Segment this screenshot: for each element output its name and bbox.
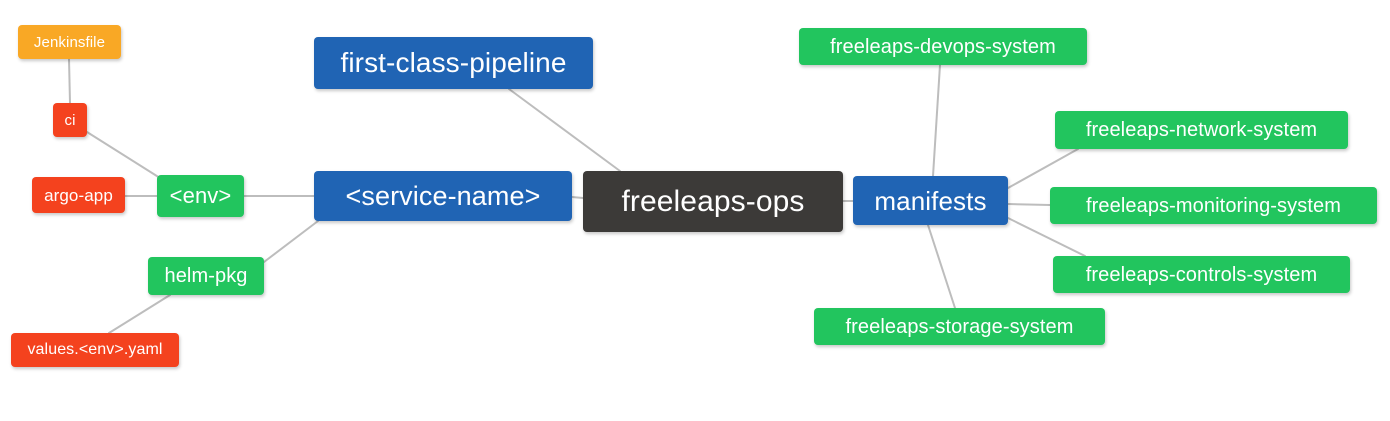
mindmap-node-label: <service-name> xyxy=(345,180,541,211)
mindmap-node-label: freeleaps-storage-system xyxy=(845,315,1074,338)
mindmap-node-label: first-class-pipeline xyxy=(340,47,567,78)
mindmap-node-freeleaps-controls-system[interactable]: freeleaps-controls-system xyxy=(1053,256,1350,293)
mindmap-node-label: <env> xyxy=(169,183,232,208)
mindmap-node-label: freeleaps-network-system xyxy=(1085,119,1318,141)
mindmap-edge xyxy=(68,58,71,104)
mindmap-node-freeleaps-storage-system[interactable]: freeleaps-storage-system xyxy=(814,308,1105,345)
mindmap-node-ci[interactable]: ci xyxy=(53,103,87,137)
mindmap-node-label: ci xyxy=(64,111,76,129)
mindmap-node-freeleaps-devops-system[interactable]: freeleaps-devops-system xyxy=(799,28,1087,65)
mindmap-node-label: freeleaps-devops-system xyxy=(830,35,1056,58)
mindmap-node-freeleaps-ops[interactable]: freeleaps-ops xyxy=(583,171,843,232)
mindmap-edge xyxy=(263,220,319,263)
mindmap-node-helm-pkg[interactable]: helm-pkg xyxy=(148,257,264,295)
mindmap-node-label: argo-app xyxy=(44,185,113,205)
mindmap-node-label: freeleaps-monitoring-system xyxy=(1085,194,1341,217)
mindmap-edge xyxy=(86,131,161,179)
mindmap-node-freeleaps-network-system[interactable]: freeleaps-network-system xyxy=(1055,111,1348,149)
mindmap-edge xyxy=(932,64,941,177)
mindmap-node-jenkinsfile[interactable]: Jenkinsfile xyxy=(18,25,121,59)
mindmap-edge xyxy=(508,88,621,172)
mindmap-edge xyxy=(1007,148,1079,189)
mindmap-edge xyxy=(571,196,584,199)
mindmap-node-env[interactable]: <env> xyxy=(157,175,244,217)
mindmap-node-label: Jenkinsfile xyxy=(33,33,106,51)
mindmap-node-label: helm-pkg xyxy=(164,265,248,287)
mindmap-node-service-name[interactable]: <service-name> xyxy=(314,171,572,221)
mindmap-node-argo-app[interactable]: argo-app xyxy=(32,177,125,213)
mindmap-node-first-class-pipeline[interactable]: first-class-pipeline xyxy=(314,37,593,89)
mindmap-node-label: freeleaps-ops xyxy=(621,184,805,218)
mindmap-edge xyxy=(927,224,956,309)
mindmap-node-label: values.<env>.yaml xyxy=(27,341,163,358)
mindmap-node-manifests[interactable]: manifests xyxy=(853,176,1008,225)
mindmap-node-values-yaml[interactable]: values.<env>.yaml xyxy=(11,333,179,367)
mindmap-node-label: freeleaps-controls-system xyxy=(1085,263,1318,286)
mindmap-edge xyxy=(1007,203,1051,206)
mindmap-node-label: manifests xyxy=(874,185,987,216)
mindmap-edge xyxy=(108,294,171,334)
mindmap-node-freeleaps-monitoring-system[interactable]: freeleaps-monitoring-system xyxy=(1050,187,1377,224)
